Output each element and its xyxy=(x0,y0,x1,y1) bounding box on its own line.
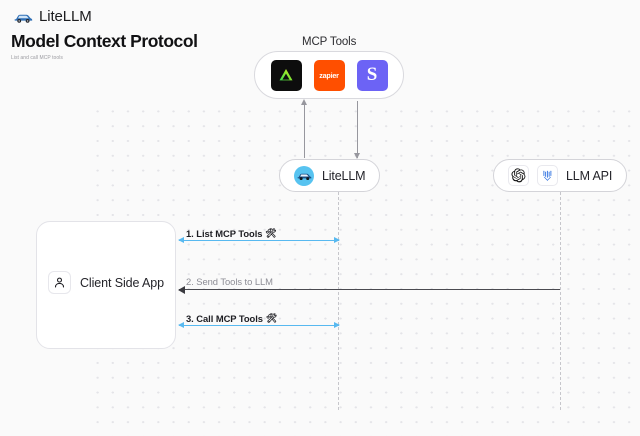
page-subtitle: List and call MCP tools xyxy=(11,55,63,61)
node-llm-api-label: LLM API xyxy=(566,168,613,183)
message-2-line xyxy=(179,289,560,291)
anthropic-icon xyxy=(537,165,558,186)
message-3-label: 3. Call MCP Tools xyxy=(186,313,263,324)
message-1-line xyxy=(179,240,339,242)
brand: LiteLLM xyxy=(14,8,92,25)
client-side-app-label: Client Side App xyxy=(80,275,164,290)
arrowhead-right-icon xyxy=(334,237,340,244)
page-title: Model Context Protocol xyxy=(11,31,198,51)
litellm-car-logo-icon xyxy=(14,10,33,24)
arrowhead-up-icon xyxy=(301,99,307,105)
connector-litellm-to-mcp xyxy=(304,101,306,158)
mcp-tools-group[interactable]: zapier S xyxy=(254,51,404,99)
slack-icon[interactable]: S xyxy=(356,59,388,91)
connector-mcp-to-litellm xyxy=(357,101,359,158)
arrowhead-left-icon xyxy=(178,322,184,329)
node-litellm[interactable]: LiteLLM xyxy=(279,159,381,192)
message-2-label: 2. Send Tools to LLM xyxy=(186,276,273,287)
tools-icon: 🛠 xyxy=(265,228,277,238)
message-1-label: 1. List MCP Tools xyxy=(186,228,263,239)
arrowhead-left-icon xyxy=(178,286,185,294)
arrowhead-left-icon xyxy=(178,237,184,244)
message-3-line xyxy=(179,325,339,327)
message-2-text: 2. Send Tools to LLM xyxy=(186,276,273,287)
arrowhead-right-icon xyxy=(334,322,340,329)
lifeline-litellm xyxy=(338,192,339,410)
node-litellm-label: LiteLLM xyxy=(322,168,366,183)
brand-name: LiteLLM xyxy=(39,8,92,25)
client-side-app[interactable]: Client Side App xyxy=(48,271,164,294)
zapier-icon[interactable]: zapier xyxy=(313,59,345,91)
triangle-app-icon[interactable] xyxy=(270,59,302,91)
user-person-icon xyxy=(48,271,71,294)
message-3-text: 3. Call MCP Tools 🛠 xyxy=(186,313,277,324)
openai-icon xyxy=(508,165,529,186)
arrowhead-down-icon xyxy=(354,153,360,159)
tools-icon: 🛠 xyxy=(265,313,278,323)
litellm-avatar-icon xyxy=(294,165,314,186)
mcp-tools-label: MCP Tools xyxy=(302,36,357,48)
node-llm-api[interactable]: LLM API xyxy=(493,159,628,192)
message-1-text: 1. List MCP Tools 🛠 xyxy=(186,228,277,239)
lifeline-llm-api xyxy=(560,192,561,410)
